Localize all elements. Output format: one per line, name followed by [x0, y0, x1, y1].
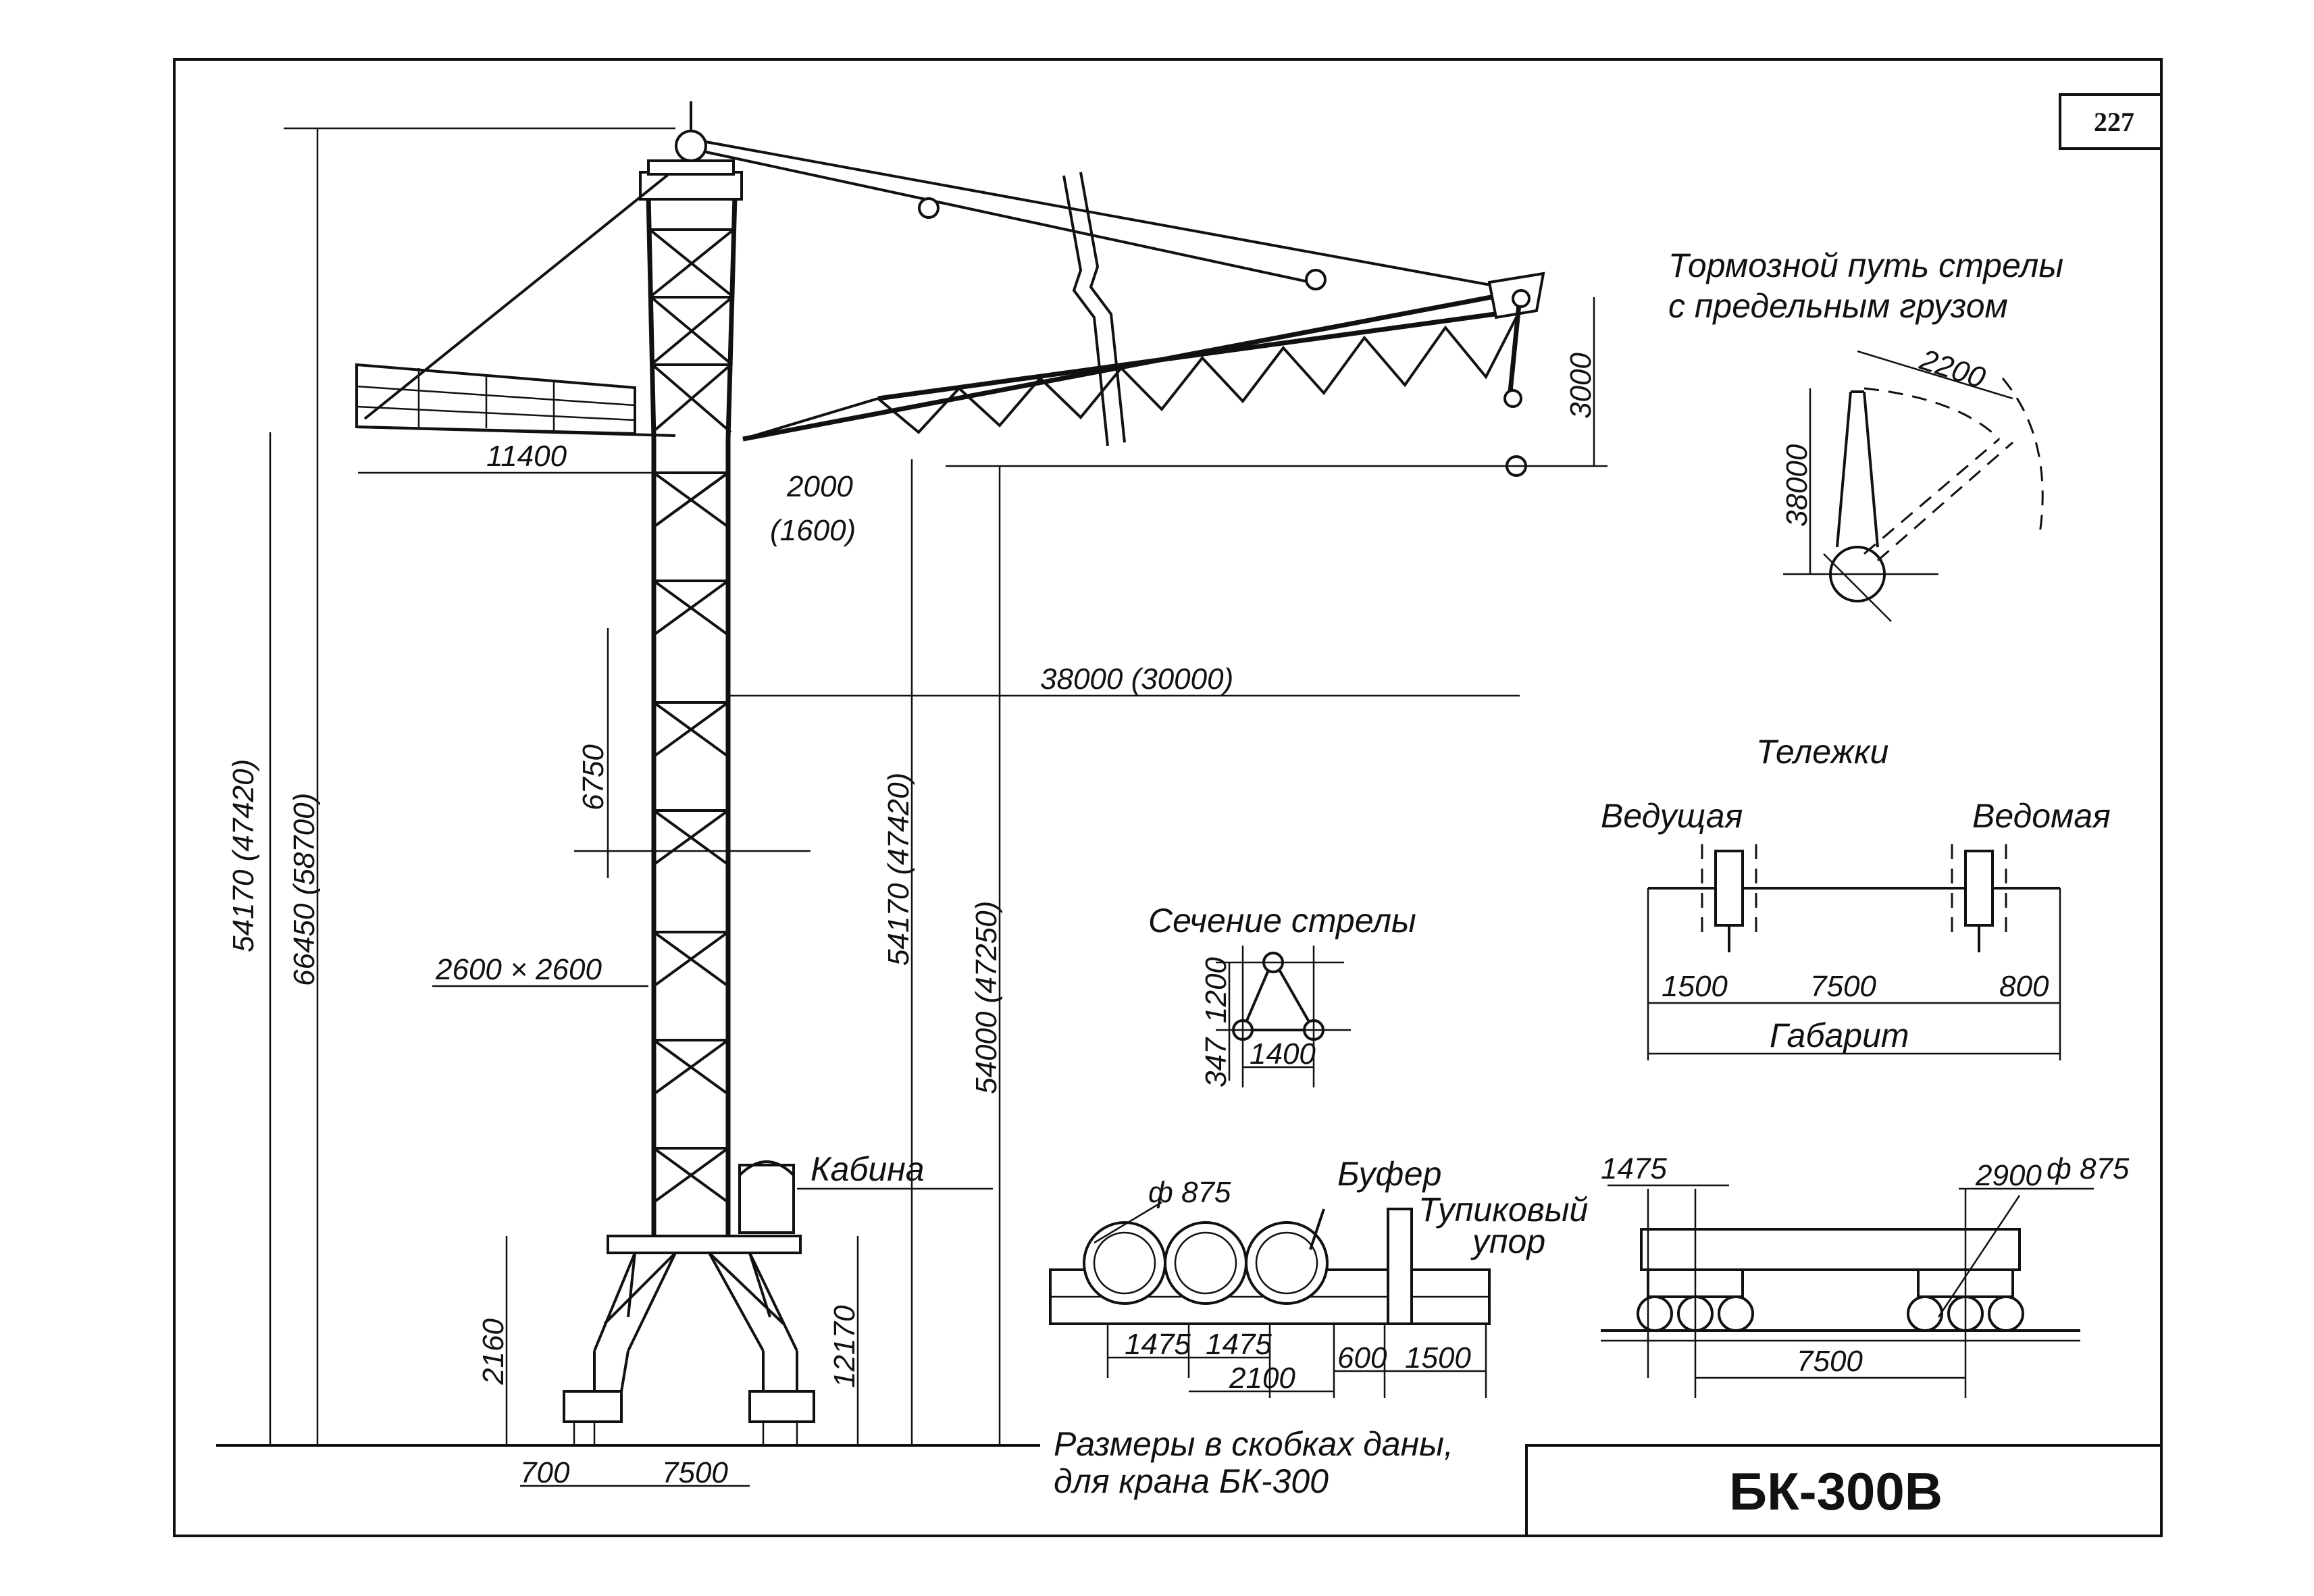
jib-section-detail: Сечение стрелы 1200 347 1400 [1148, 902, 1416, 1087]
brake-title-line2: с предельным грузом [1668, 287, 2008, 325]
buffer-spacing-2: 1475 [1206, 1328, 1272, 1361]
portal-base [563, 1235, 815, 1445]
undercarriage-spacing: 1475 [1601, 1152, 1667, 1185]
jib-section-width: 1400 [1250, 1037, 1316, 1071]
buffer-gap: 600 [1337, 1341, 1387, 1374]
counter-jib [355, 173, 676, 437]
note-line2: для крана БК-300 [1054, 1462, 1329, 1500]
jib-offset: 2000 [786, 470, 853, 503]
bogies-title: Тележки [1756, 733, 1888, 771]
drawing-title: БК-300В [1729, 1462, 1943, 1521]
sheet-frame: 227 [173, 58, 2163, 1537]
brake-title-line1: Тормозной путь стрелы [1668, 247, 2063, 284]
notes: Размеры в скобках даны, для крана БК-300 [1054, 1425, 1454, 1500]
bogies-detail: Тележки Ведущая Ведомая 1500 7500 800 Га… [1601, 733, 2111, 1060]
cabin-label: Кабина [811, 1150, 925, 1188]
hook-height-dimension: 54000 (47250) [970, 901, 1003, 1094]
jib-section-title: Сечение стрелы [1148, 902, 1416, 939]
jib-section-height: 1200 [1200, 957, 1233, 1023]
tower-height-right: 54170 (47420) [882, 773, 915, 966]
buffer-span: 2100 [1229, 1362, 1295, 1395]
tower-height-left: 54170 (47420) [227, 759, 260, 952]
bogie-driven-label: Ведомая [1972, 797, 2111, 835]
base-height-dimension: 12170 [828, 1305, 861, 1388]
buffer-label: Буфер [1337, 1155, 1441, 1193]
hook-drop-dimension: 3000 [1564, 353, 1597, 419]
buffer-detail: ф 875 Буфер Тупиковый упор 1475 1475 210… [1049, 1155, 1588, 1398]
dead-end-stop-line1: Тупиковый [1418, 1191, 1588, 1229]
title-block: БК-300В [1525, 1444, 2163, 1537]
tower-mast [639, 101, 743, 1236]
dead-end-stop-line2: упор [1470, 1222, 1545, 1260]
undercarriage-base: 7500 [1797, 1345, 1863, 1378]
bogie-clearance-label: Габарит [1770, 1016, 1909, 1054]
cabin [738, 1160, 795, 1234]
undercarriage-detail: 1475 2900 ф 875 7500 [1601, 1152, 2130, 1398]
bogie-right-dimension: 800 [1999, 970, 2049, 1003]
tower-section-dimension: 2600 × 2600 [435, 953, 602, 986]
buffer-wheel-diameter: ф 875 [1148, 1176, 1231, 1209]
brake-path-detail: Тормозной путь стрелы с предельным грузо… [1668, 247, 2063, 622]
bogie-left-dimension: 1500 [1662, 970, 1728, 1003]
undercarriage-offset: 2900 [1975, 1159, 2042, 1192]
buffer-spacing-1: 1475 [1125, 1328, 1191, 1361]
page-number: 227 [2094, 107, 2134, 137]
jib-offset-alt: (1600) [770, 514, 856, 547]
portal-height-dimension: 2160 [477, 1318, 510, 1385]
buffer-stop-length: 1500 [1405, 1341, 1471, 1374]
bogie-driving-label: Ведущая [1601, 797, 1743, 835]
track-offset-dimension: 700 [520, 1456, 570, 1489]
crane-elevation: 11400 2000 (1600) 38000 (30000) 3000 664… [216, 101, 1608, 1489]
section-pitch-dimension: 6750 [577, 744, 610, 810]
track-gauge-dimension: 7500 [662, 1456, 728, 1489]
jib-section-offset: 347 [1200, 1037, 1233, 1087]
crane-dimensions [269, 127, 1608, 1487]
reach-dimension: 38000 (30000) [1040, 663, 1233, 696]
undercarriage-wheel-diameter: ф 875 [2047, 1152, 2130, 1185]
counter-jib-length: 11400 [486, 440, 567, 473]
brake-arc-dimension: 2200 [1916, 343, 1990, 395]
jib [705, 140, 1545, 477]
note-line1: Размеры в скобках даны, [1054, 1425, 1454, 1463]
brake-radius-dimension: 38000 [1780, 444, 1814, 527]
total-height-dimension: 66450 (58700) [288, 793, 321, 986]
bogie-middle-dimension: 7500 [1810, 970, 1876, 1003]
